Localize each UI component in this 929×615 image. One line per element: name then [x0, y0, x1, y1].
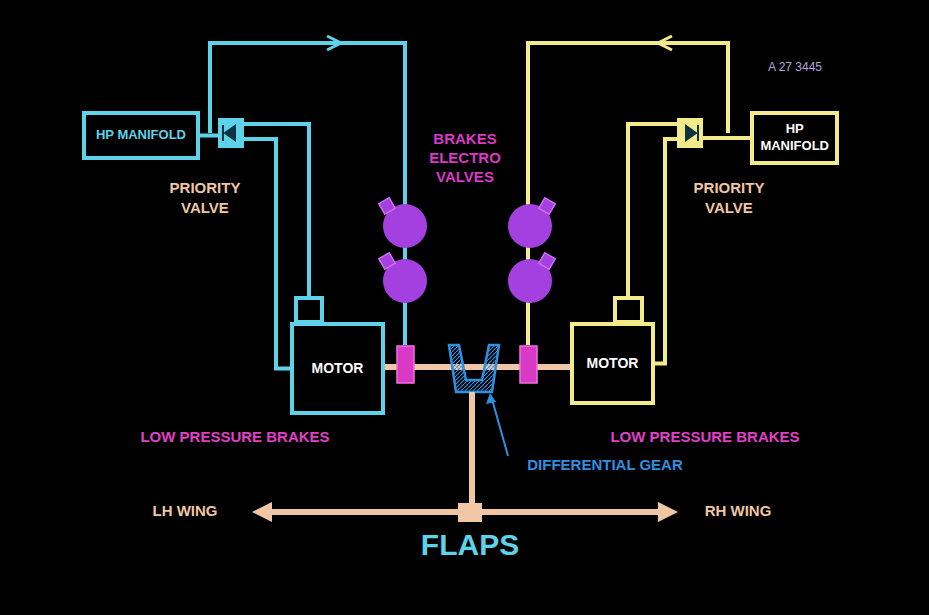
hydraulic-line	[200, 134, 218, 138]
part-label: RH WING	[683, 502, 793, 521]
hydraulic-line	[244, 139, 290, 369]
manifold-box: HP MANIFOLD	[82, 111, 200, 160]
manifold-box: HP MANIFOLD	[750, 111, 839, 165]
output-shaft	[469, 392, 475, 512]
valve-symbol	[677, 118, 703, 148]
hydraulic-line	[703, 136, 750, 140]
valve-symbol	[218, 118, 244, 148]
differential-gear	[449, 345, 499, 392]
main-label: FLAPS	[400, 526, 540, 564]
arrow-head	[252, 502, 272, 522]
motor-label: MOTOR	[312, 359, 364, 377]
brake	[397, 346, 414, 383]
hydraulic-motor: MOTOR	[570, 322, 655, 405]
part-label: DIFFERENTIAL GEAR	[510, 456, 700, 475]
part-label: A 27 3445	[740, 60, 850, 75]
valve-label: PRIORITY VALVE	[145, 178, 265, 219]
brake	[520, 346, 537, 383]
hydraulic-line	[655, 139, 677, 364]
motor-port	[296, 298, 322, 322]
flow-arrow	[658, 36, 672, 50]
part-label: LH WING	[130, 502, 240, 521]
leader-line	[492, 399, 508, 456]
manifold-label: HP MANIFOLD	[758, 121, 831, 155]
part-label: BRAKES ELECTRO VALVES	[415, 130, 515, 186]
arrow-head	[486, 393, 496, 404]
hydraulic-motor: MOTOR	[290, 322, 385, 415]
arrow-head	[658, 502, 678, 522]
priority-valve: PRIORITY VALVE	[218, 118, 244, 148]
electro-valve	[379, 198, 555, 303]
part-label: LOW PRESSURE BRAKES	[105, 428, 365, 447]
motor-label: MOTOR	[587, 354, 639, 372]
priority-valve: PRIORITY VALVE	[677, 118, 703, 148]
flow-arrow	[327, 36, 341, 50]
valve-label: PRIORITY VALVE	[669, 178, 789, 219]
part-label: LOW PRESSURE BRAKES	[575, 428, 835, 447]
gearbox	[458, 503, 482, 522]
manifold-label: HP MANIFOLD	[96, 127, 186, 144]
motor-port	[615, 298, 642, 322]
